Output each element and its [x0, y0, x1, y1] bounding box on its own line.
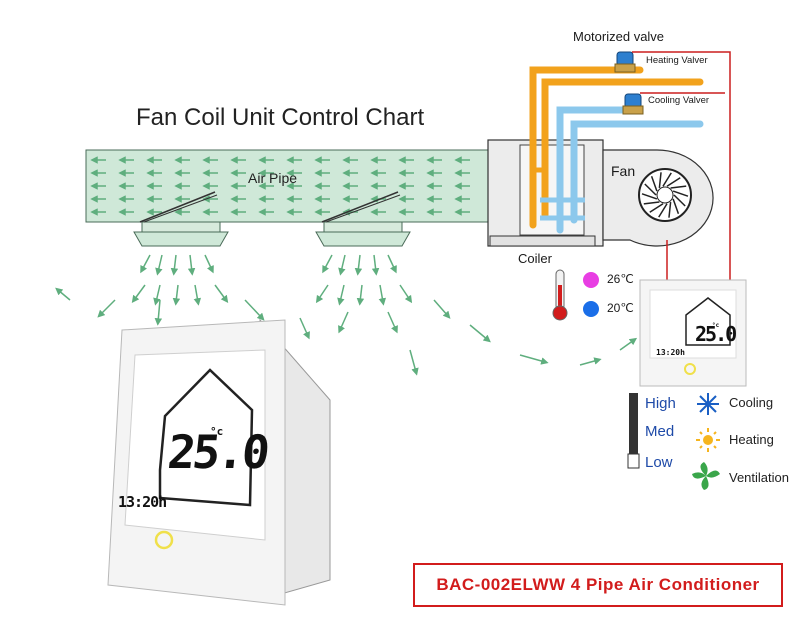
fan-label: Fan — [611, 163, 636, 179]
airflow-arrow — [131, 284, 146, 304]
motorized-valve-label: Motorized valve — [573, 29, 665, 44]
small-thermostat-time: 13:20h — [656, 348, 685, 357]
airflow-arrow — [172, 284, 181, 306]
fan-blade — [672, 190, 689, 197]
speed-high-label: High — [645, 395, 676, 412]
airflow-arrow — [322, 254, 333, 274]
product-banner: BAC-002ELWW 4 Pipe Air Conditioner — [413, 563, 783, 607]
fan-blade — [658, 172, 662, 189]
airflow-arrow — [299, 317, 310, 340]
airflow-arrow — [214, 284, 229, 304]
sun-icon — [696, 428, 720, 452]
mode-cooling-label: Cooling — [729, 395, 774, 410]
large-thermostat — [107, 318, 331, 606]
airflow-arrow — [155, 254, 163, 276]
diffuser-right — [315, 191, 411, 247]
fan-blade — [658, 203, 668, 218]
airflow-arrow — [387, 254, 397, 274]
diagram-title: Fan Coil Unit Control Chart — [136, 104, 425, 131]
airflow-arrow — [619, 337, 638, 351]
small-thermostat — [639, 279, 747, 387]
heating-pipes — [529, 66, 704, 229]
diffuser-left — [133, 191, 229, 247]
airflow-arrow — [154, 299, 163, 326]
duct-airflow-arrows — [90, 156, 470, 216]
airflow-arrow — [204, 254, 214, 274]
cooling-valve-icon — [622, 93, 644, 115]
airflow-arrow — [193, 284, 202, 306]
speed-med-label: Med — [645, 423, 675, 440]
airflow-arrow — [187, 254, 196, 276]
thermometer-icon — [552, 269, 568, 321]
fan-blade — [670, 185, 687, 189]
fan-blade — [666, 177, 681, 187]
airflow-arrow — [356, 284, 365, 306]
thermostat-unit-display: °c — [210, 425, 224, 438]
room-airflow-arrows — [55, 254, 638, 376]
airflow-arrow — [378, 284, 387, 306]
air-pipe-duct — [85, 149, 489, 223]
fan-blade — [662, 172, 672, 187]
airflow-arrow — [97, 299, 116, 318]
cold-dot-icon — [583, 301, 599, 317]
hot-temperature-label: 26℃ — [607, 272, 634, 286]
airflow-arrow — [387, 311, 398, 334]
fan-wheel-icon — [641, 172, 689, 218]
mode-heating-label: Heating — [729, 432, 774, 447]
airflow-arrow — [140, 254, 151, 274]
heating-valve-icon — [614, 51, 636, 73]
cooling-pipes — [540, 106, 704, 234]
airflow-arrow — [371, 254, 380, 276]
airflow-arrow — [399, 284, 413, 304]
fan-blade — [673, 194, 686, 207]
airflow-arrow — [315, 284, 329, 304]
cold-temperature-label: 20℃ — [607, 301, 634, 315]
coiler-label: Coiler — [518, 251, 552, 266]
thermostat-time-display: 13:20h — [118, 493, 167, 511]
fan-blade — [641, 193, 658, 200]
fan-blade — [668, 201, 672, 218]
fan-blade — [643, 201, 660, 205]
air-pipe-label: Air Pipe — [248, 170, 298, 186]
product-banner-text: BAC-002ELWW 4 Pipe Air Conditioner — [436, 575, 760, 594]
airflow-arrow — [338, 254, 346, 276]
fan-blade — [644, 183, 657, 196]
fan-blades-icon — [692, 462, 720, 490]
fan-blade — [672, 198, 680, 214]
airflow-arrow — [433, 299, 451, 319]
airflow-arrow — [354, 254, 363, 276]
airflow-arrow — [337, 284, 345, 306]
airflow-arrow — [244, 299, 265, 321]
snowflake-icon — [697, 393, 719, 415]
airflow-arrow — [519, 354, 549, 365]
airflow-arrow — [469, 324, 491, 343]
cooling-valve-label: Cooling Valver — [648, 95, 710, 106]
airflow-arrow — [409, 349, 419, 376]
fan-housing — [602, 149, 714, 247]
airflow-arrow — [579, 357, 602, 366]
hot-dot-icon — [583, 272, 599, 288]
fan-blade — [649, 203, 664, 213]
speed-low-label: Low — [645, 454, 673, 471]
small-thermostat-temperature: 25.0 — [695, 322, 737, 346]
airflow-arrow — [153, 284, 161, 306]
airflow-arrow — [338, 311, 349, 334]
airflow-arrow — [170, 254, 179, 276]
airflow-arrow — [55, 287, 71, 301]
fan-blade — [650, 176, 658, 192]
mode-ventilation-label: Ventilation — [729, 470, 789, 485]
fan-speed-bar-icon — [627, 393, 640, 469]
control-wiring — [632, 51, 731, 280]
small-thermostat-unit: °c — [712, 322, 720, 329]
heating-valve-label: Heating Valver — [646, 55, 708, 66]
